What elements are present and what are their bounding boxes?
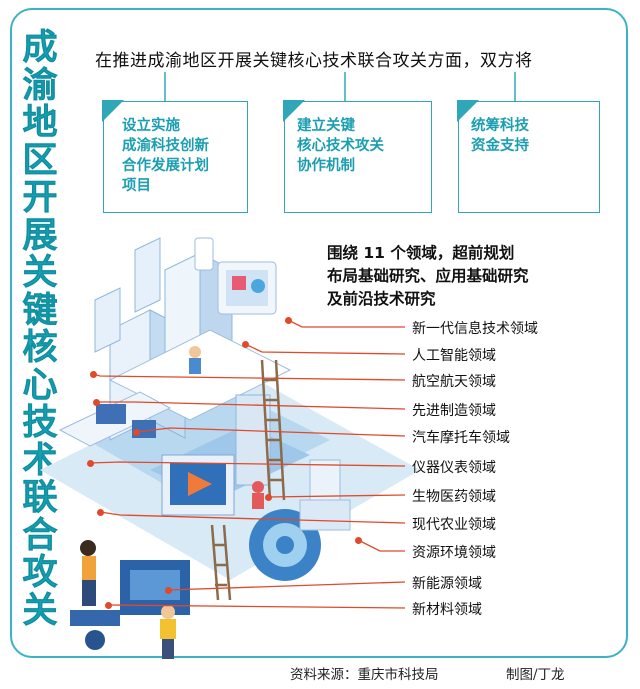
leader-dot xyxy=(105,602,112,609)
measure-text-2: 建立关键 核心技术攻关 协作机制 xyxy=(297,118,384,174)
vertical-title: 成 渝 地 区 开 展 关 键 核 心 技 术 联 合 攻 关 xyxy=(14,28,66,631)
ladder xyxy=(260,359,286,501)
leader-dot xyxy=(355,537,362,544)
graphic-credit: 制图/丁龙 xyxy=(506,667,565,683)
field-label: 航空航天领域 xyxy=(412,374,496,390)
leader-dot xyxy=(97,509,104,516)
field-label: 现代农业领域 xyxy=(412,517,496,533)
title-char: 关 xyxy=(22,590,58,631)
leader-dot xyxy=(285,317,292,324)
title-char: 技 xyxy=(22,403,58,443)
field-label: 新能源领域 xyxy=(412,576,482,592)
city-illustration xyxy=(40,237,420,659)
title-char: 成 xyxy=(22,28,58,68)
measure-box-1: 设立实施 成渝科技创新 合作发展计划 项目 xyxy=(102,100,248,213)
title-char: 渝 xyxy=(22,65,58,106)
title-char: 攻 xyxy=(22,553,58,593)
leader-dot xyxy=(242,341,249,348)
field-label: 新材料领域 xyxy=(412,602,482,618)
field-label: 先进制造领域 xyxy=(412,403,496,419)
title-char: 地 xyxy=(22,103,58,143)
leader-dot xyxy=(265,494,272,501)
title-char: 开 xyxy=(22,178,58,218)
title-char: 心 xyxy=(22,365,58,406)
title-char: 展 xyxy=(22,215,58,256)
headline-connectors xyxy=(164,72,516,101)
measure-box-3: 统筹科技 资金支持 xyxy=(457,100,600,213)
measure-text-3: 统筹科技 资金支持 xyxy=(471,118,529,154)
title-char: 核 xyxy=(22,328,58,368)
leader-dot xyxy=(165,587,172,594)
leader-dot xyxy=(90,371,97,378)
title-char: 键 xyxy=(22,290,58,331)
title-char: 区 xyxy=(22,140,58,181)
field-label: 生物医药领域 xyxy=(412,489,496,505)
field-label: 人工智能领域 xyxy=(412,348,496,364)
field-label: 仪器仪表领域 xyxy=(412,460,496,476)
leader-dot xyxy=(87,460,94,467)
measure-box-2: 建立关键 核心技术攻关 协作机制 xyxy=(283,100,432,213)
field-label: 新一代信息技术领域 xyxy=(412,321,538,337)
title-char: 合 xyxy=(22,515,58,556)
subheading: 围绕 11 个领域，超前规划 布局基础研究、应用基础研究 及前沿技术研究 xyxy=(327,244,529,308)
source-note: 资料来源：重庆市科技局 xyxy=(290,667,439,683)
leader-dot xyxy=(93,399,100,406)
leader-dot xyxy=(133,429,140,436)
box-corner-notch xyxy=(102,100,124,122)
measure-text-1: 设立实施 成渝科技创新 合作发展计划 项目 xyxy=(122,118,209,194)
title-char: 联 xyxy=(22,478,58,518)
headline: 在推进成渝地区开展关键核心技术联合攻关方面，双方将 xyxy=(95,51,533,71)
title-char: 关 xyxy=(22,253,58,293)
field-label: 汽车摩托车领域 xyxy=(412,430,510,446)
field-label: 资源环境领域 xyxy=(412,545,496,561)
